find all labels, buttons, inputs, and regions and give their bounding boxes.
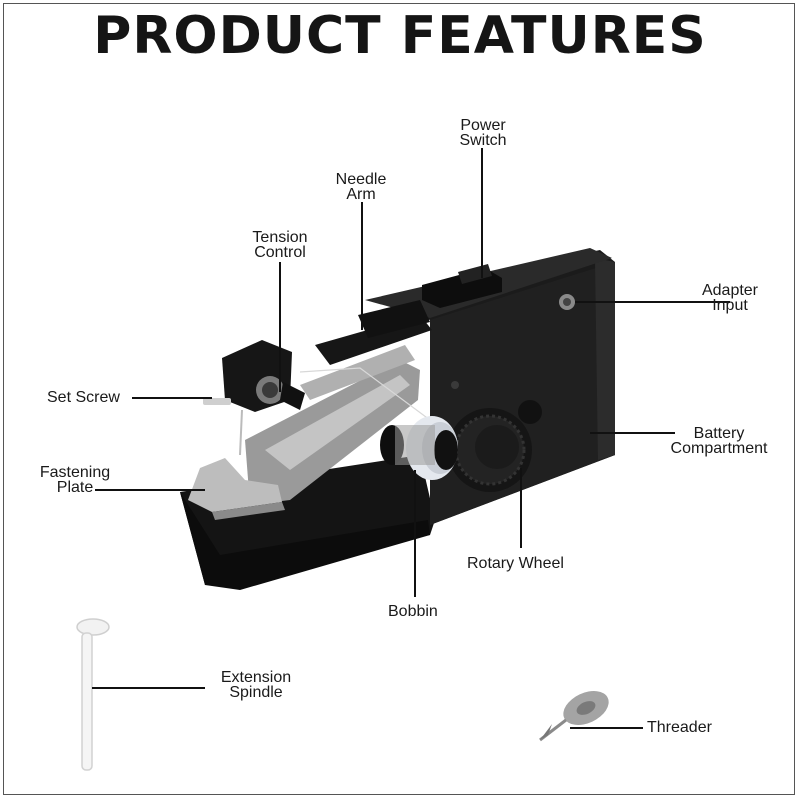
rotary-wheel-label: Rotary Wheel — [467, 555, 564, 572]
fastening-plate — [188, 458, 282, 512]
threader — [539, 691, 609, 742]
machine-head — [222, 340, 292, 412]
set-screw-label: Set Screw — [47, 389, 120, 406]
page-title: PRODUCT FEATURES — [93, 6, 707, 66]
bobbin-label: Bobbin — [388, 603, 438, 620]
set-screw — [203, 398, 231, 405]
callout-lines — [92, 148, 730, 729]
threader-label: Threader — [647, 719, 712, 736]
sewing-machine — [180, 248, 615, 590]
extension-spindle — [76, 618, 110, 771]
